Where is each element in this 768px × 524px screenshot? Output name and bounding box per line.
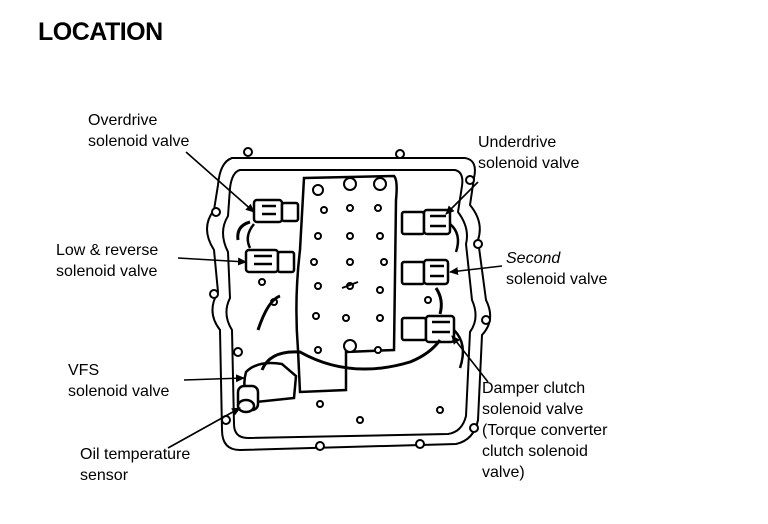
second-solenoid-shape	[400, 258, 450, 286]
label-line: solenoid valve	[506, 271, 608, 288]
leader-vfs	[183, 374, 245, 383]
label-line: valve)	[482, 464, 525, 481]
label-line: solenoid valve	[478, 155, 580, 172]
transmission-pan	[206, 157, 492, 452]
label-second-solenoid: Second solenoid valve	[506, 248, 607, 290]
label-line: sensor	[80, 467, 129, 484]
wiring-harness	[236, 220, 443, 371]
label-line: clutch solenoid	[482, 443, 588, 460]
label-damper-clutch-solenoid: Damper clutch solenoid valve (Torque con…	[482, 378, 607, 483]
leader-lines	[167, 151, 503, 449]
leader-overdrive	[185, 151, 255, 213]
label-low-reverse-solenoid: Low & reverse solenoid valve	[56, 240, 158, 282]
leader-damper-clutch	[451, 335, 489, 383]
page-title: LOCATION	[38, 18, 163, 46]
vfs-solenoid-shape	[236, 361, 298, 414]
overdrive-solenoid-shape	[246, 198, 300, 249]
label-oil-temperature-sensor: Oil temperature sensor	[80, 444, 190, 486]
label-underdrive-solenoid: Underdrive solenoid valve	[478, 132, 579, 174]
pan-bolts	[209, 147, 491, 451]
leader-underdrive	[445, 181, 479, 215]
label-line: Low & reverse	[56, 242, 159, 259]
label-line: Overdrive	[88, 112, 158, 129]
label-line: Oil temperature	[80, 446, 191, 463]
label-vfs-solenoid: VFS solenoid valve	[68, 360, 169, 402]
label-line: solenoid valve	[482, 401, 584, 418]
label-overdrive-solenoid: Overdrive solenoid valve	[88, 110, 189, 152]
label-line: VFS	[68, 362, 100, 379]
valve-body-plate	[295, 174, 398, 394]
label-line: (Torque converter	[482, 422, 608, 439]
label-line: solenoid valve	[88, 133, 190, 150]
leader-second	[449, 265, 503, 276]
underdrive-solenoid-shape	[400, 208, 460, 253]
label-line: Damper clutch	[482, 380, 586, 397]
label-line: solenoid valve	[56, 263, 158, 280]
label-line: Underdrive	[478, 134, 557, 151]
label-line: solenoid valve	[68, 383, 170, 400]
leader-oil-temp	[167, 407, 241, 449]
leader-low-reverse	[177, 257, 247, 266]
plate-mark	[341, 281, 359, 289]
label-line: Second	[506, 250, 561, 267]
damper-clutch-solenoid-shape	[400, 314, 465, 369]
low-reverse-solenoid-shape	[244, 248, 296, 274]
